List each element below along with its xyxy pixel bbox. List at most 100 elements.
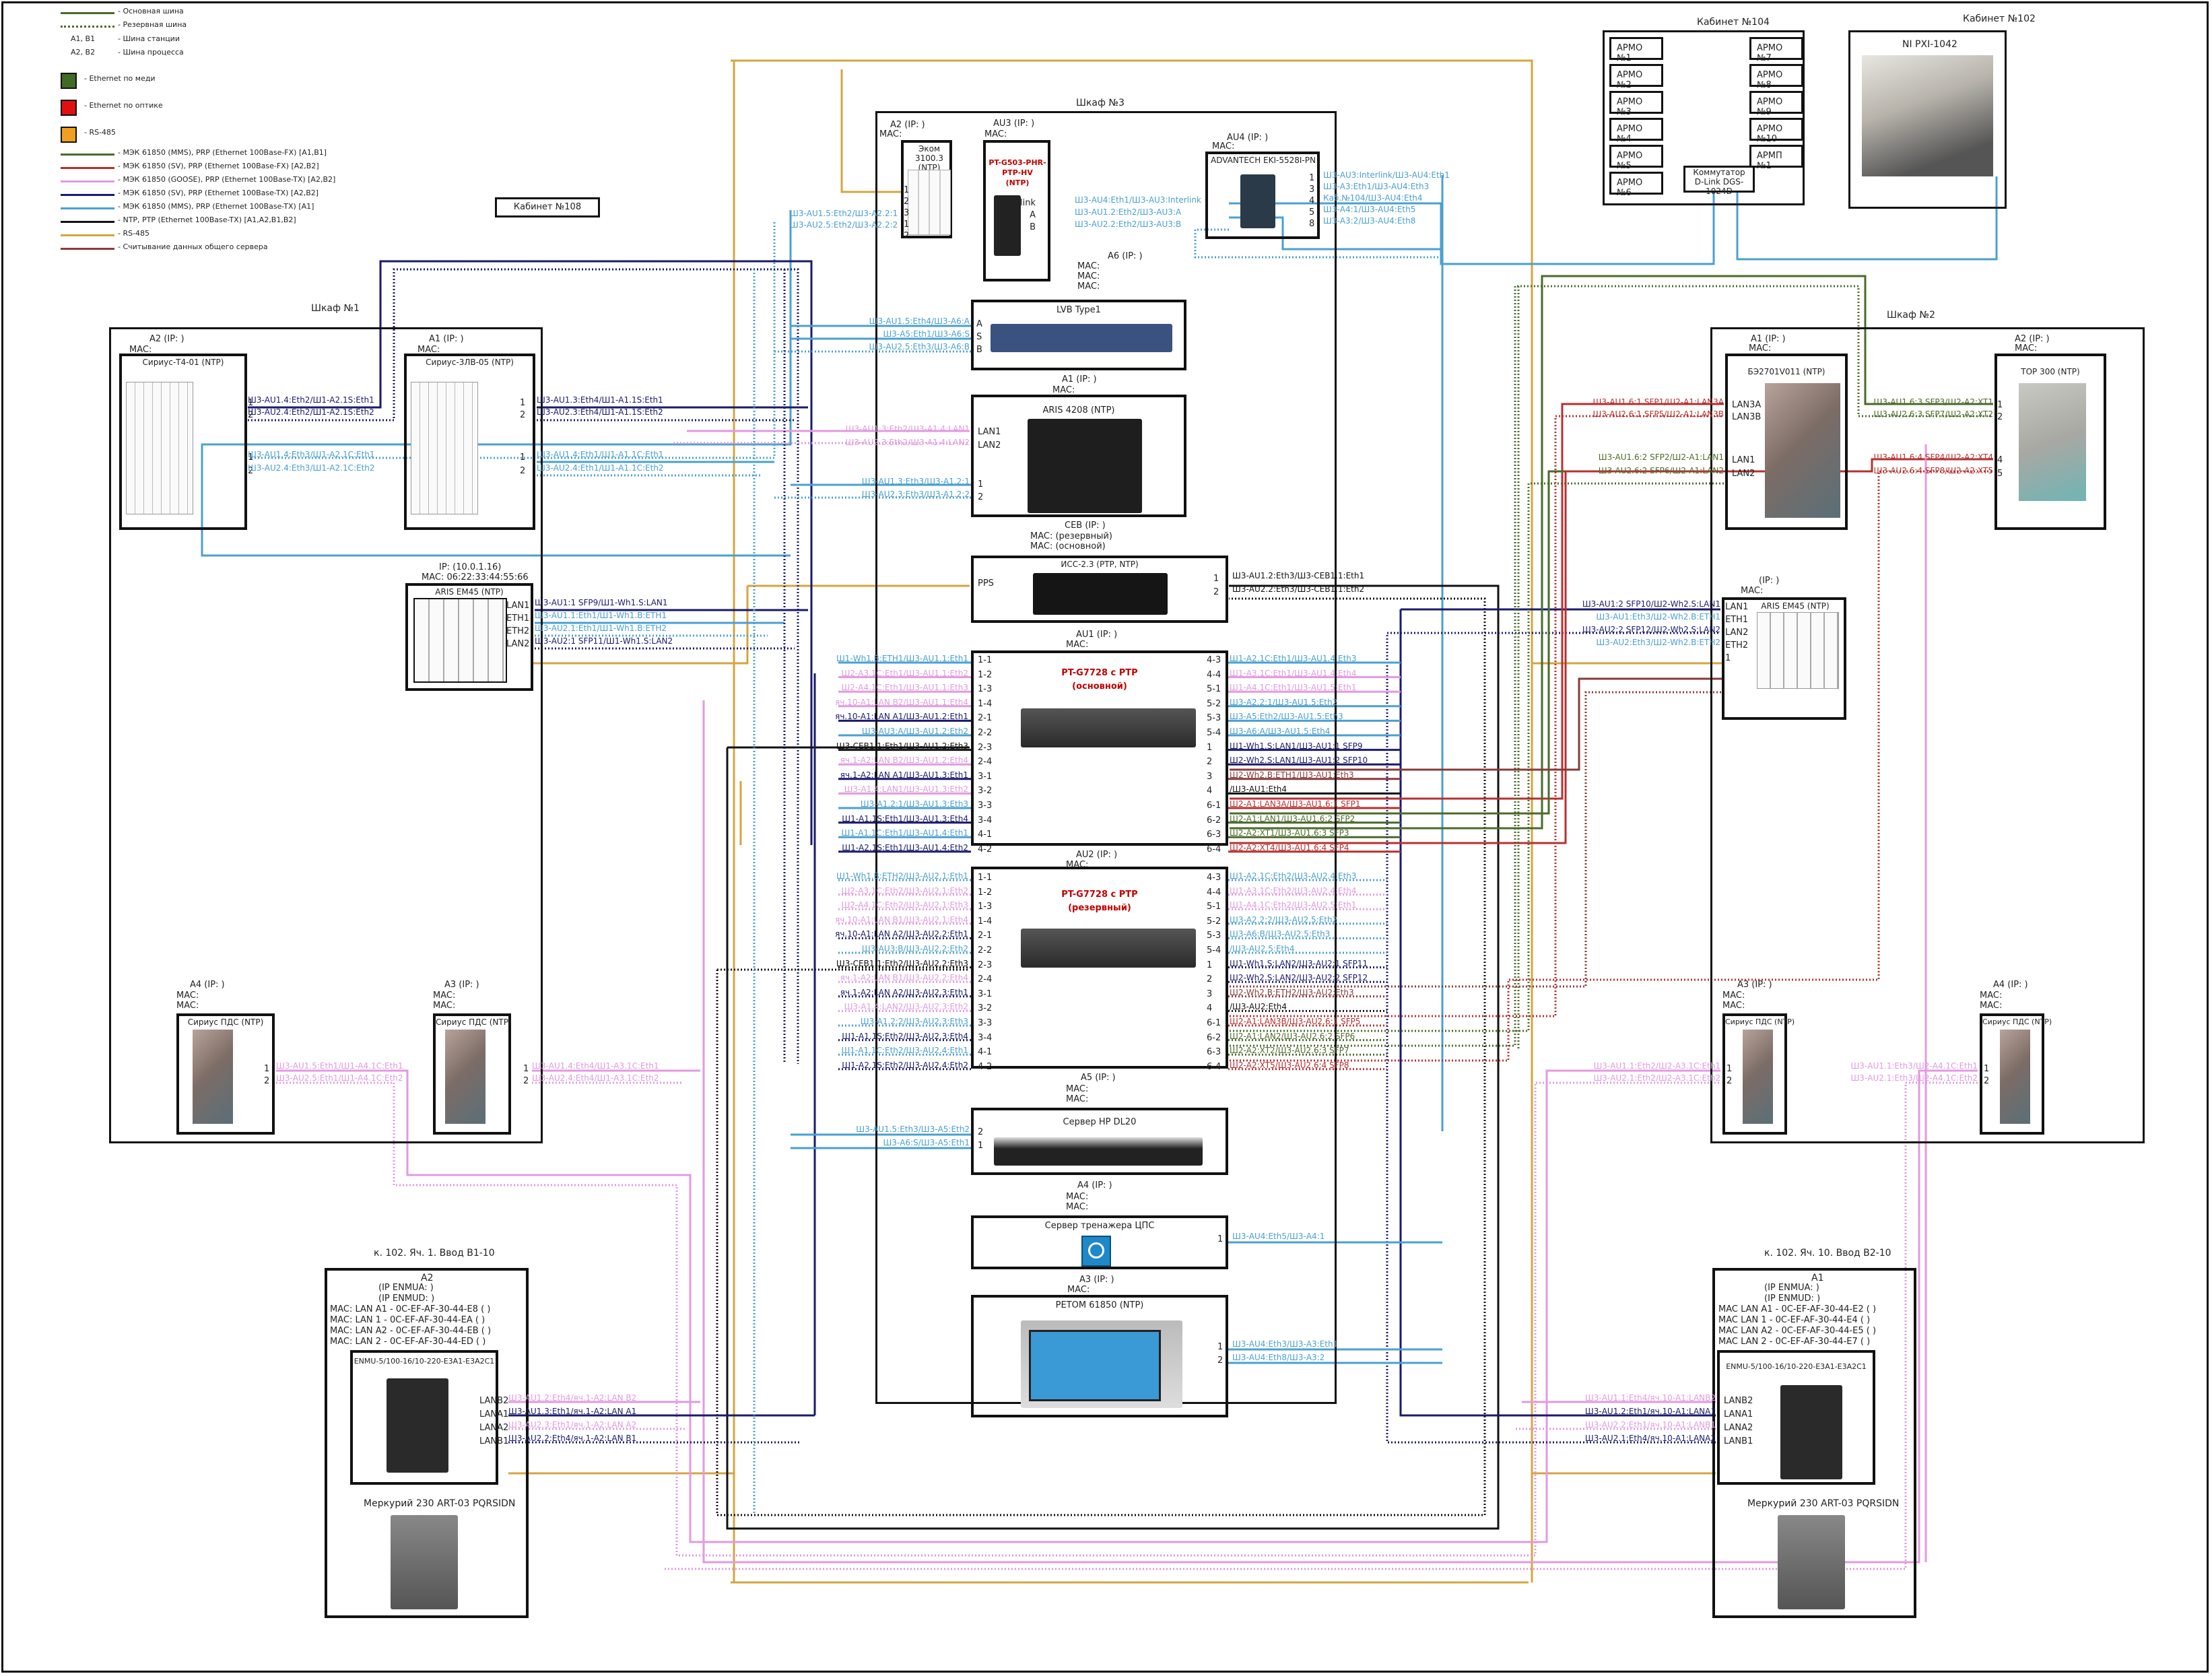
enmu-cell1-box[interactable]: ENMU-5/100-16/10-220-E3A1-E3A2C1 <box>350 1350 498 1485</box>
armo-workstation[interactable]: АРМО №7 <box>1749 37 1803 63</box>
link-label: Ш3-AU2.6:2 SFP6/Ш2-A1:LAN2 <box>1598 466 1724 475</box>
mms-fx-wire-reserve <box>1230 285 1993 1047</box>
hp-dl20-box[interactable]: Сервер HP DL20 <box>971 1108 1228 1175</box>
au1-title: PT-G7728 с PTP (основной) <box>1061 668 1138 692</box>
port-label: 2-3 <box>978 742 993 753</box>
top300-box[interactable]: TOP 300 (NTP) <box>1995 354 2106 530</box>
port-label: 1 <box>978 1141 984 1151</box>
iss-box[interactable]: ИСС-2.3 (PTP, NTP) PPS <box>971 556 1228 623</box>
link-label: Ш1-A1.1C:Eth2/Ш3-AU2.4:Eth1 <box>841 1046 968 1056</box>
aris-em45-wh2-box[interactable]: ARIS EM45 (NTP) <box>1722 597 1846 720</box>
au2-ip: AU2 (IP: ) <box>1076 850 1118 860</box>
legend-line-sample <box>61 234 114 236</box>
link-label: Ш3-A1.2:2/Ш3-AU2.3:Eth3 <box>860 1017 968 1026</box>
au2-switch-box[interactable]: PT-G7728 с PTP (резервный) <box>971 867 1228 1069</box>
link-label: Ш2-A2:XT4/Ш3-AU1.6:4 SFP4 <box>1230 842 1349 852</box>
armo-workstation[interactable]: АРМО №6 <box>1609 172 1663 198</box>
enmu-cell10-photo <box>1780 1385 1842 1479</box>
sv-fx-wire <box>1230 403 1724 800</box>
link-label: Ш3-AU2:1 SFP11/Ш1-Wh1.S:LAN2 <box>535 636 673 646</box>
link-label: Ш3-AU4:Eth1/Ш3-AU3:Interlink <box>1075 195 1201 205</box>
link-label: Ш1-Wh1.B:ETH2/Ш3-AU2.1:Eth1 <box>836 871 968 881</box>
shkaf1-a2-mac: MAC: <box>129 345 152 355</box>
sirius-pds-s2a3-box[interactable]: Сириус ПДС (NTP) <box>1722 1013 1795 1135</box>
sv-wire <box>248 260 813 845</box>
link-label: Ш3-AU2.1:Eth4/яч.10-A1:LANA2 <box>1584 1434 1716 1443</box>
mac-label: MAC: <box>1722 1001 1745 1011</box>
ntp-wire <box>726 584 1500 1530</box>
ekom-photo <box>908 170 951 235</box>
mms-wire <box>1440 190 1715 265</box>
sirius-t4-photo <box>126 382 193 514</box>
cell10-ip-a: (IP ENMUA: ) <box>1764 1283 1819 1293</box>
shkaf2-cabinet <box>1710 327 2145 1143</box>
armo-workstation[interactable]: АРМО №10 <box>1749 118 1803 144</box>
port-label: 3-2 <box>978 786 993 797</box>
armo-workstation[interactable]: АРМО №2 <box>1609 64 1663 90</box>
port-label: 6-3 <box>1207 830 1221 840</box>
sirius-pds-s2a4-title: Сириус ПДС (NTP) <box>1982 1017 2052 1026</box>
magnifier-icon <box>1081 1236 1111 1267</box>
armo-workstation[interactable]: АРМП №1 <box>1749 145 1803 171</box>
link-label: Ш3-AU4:Eth5/Ш3-A4:1 <box>1232 1232 1325 1241</box>
sirius-3lv-box[interactable]: Сириус-3ЛВ-05 (NTP) <box>404 354 535 530</box>
link-label: Ш3-AU3:A/Ш3-AU1.2:Eth2 <box>861 727 968 736</box>
shkaf2-title: Шкаф №2 <box>1887 310 1935 321</box>
port-label: LAN1 <box>1725 602 1749 612</box>
link-label: Ш3-AU1.1:Eth1/Ш1-Wh1.B:ETH1 <box>535 611 667 620</box>
port-label: 2 <box>1217 1355 1224 1366</box>
aris-em45-wh1-title: ARIS EM45 (NTP) <box>435 587 504 597</box>
link-label: Ш1-A2.1C:Eth1/Ш3-AU1.4:Eth3 <box>1230 654 1357 663</box>
port-label: 1 <box>520 398 526 408</box>
sirius-pds-s2a4-box[interactable]: Сириус ПДС (NTP) <box>1980 1013 2052 1135</box>
link-label: Ш3-AU2.3:Eth2/Ш3-A1.4:LAN2 <box>845 438 970 447</box>
port-label: 3-1 <box>978 988 993 999</box>
be2701-title: БЭ2701V011 (NTP) <box>1747 367 1825 376</box>
port-label: LANA1 <box>479 1409 509 1419</box>
port-label: 2 <box>978 1127 984 1137</box>
ekom-3100-box[interactable]: Эком 3100.3 (NTP) <box>901 140 952 238</box>
port-label: 4-4 <box>1207 669 1221 680</box>
armo-workstation[interactable]: АРМО №5 <box>1609 145 1663 171</box>
aris-em45-wh1-box[interactable]: ARIS EM45 (NTP) <box>405 583 533 691</box>
armo-workstation[interactable]: АРМО №9 <box>1749 91 1803 117</box>
au1-mac: MAC: <box>1066 640 1089 650</box>
be2701-box[interactable]: БЭ2701V011 (NTP) <box>1725 354 1848 530</box>
aris4208-box[interactable]: ARIS 4208 (NTP) <box>971 395 1186 517</box>
iss-title: ИСС-2.3 (PTP, NTP) <box>1061 560 1139 569</box>
pt-g503-box[interactable]: PT-G503-PHR-PTP-HV (NTP) <box>983 140 1050 281</box>
dlink-switch[interactable]: Коммутатор D-Link DGS-1024D <box>1683 166 1755 196</box>
shkaf1-title: Шкаф №1 <box>311 303 360 314</box>
link-label: Ш3-A1.4:LAN1/Ш3-AU1.3:Eth2 <box>844 784 968 795</box>
link-label: Ш2-Wh2.S:LAN1/Ш3-AU1:2 SFP10 <box>1230 756 1368 766</box>
retom-box[interactable]: РЕТОМ 61850 (NTP) <box>971 1295 1228 1417</box>
link-label: Ш1-A2.1C:Eth2/Ш3-AU2.4:Eth3 <box>1230 871 1357 881</box>
sv-fx-wire-reserve <box>1230 470 1993 1062</box>
mac-label: MAC: <box>176 991 199 1001</box>
port-label: 1-3 <box>978 902 993 912</box>
advantech-box[interactable]: ADVANTECH EKI-5528I-PN <box>1205 152 1320 239</box>
lvb-box[interactable]: LVB Type1 <box>971 300 1186 370</box>
au4-ip: AU4 (IP: ) <box>1227 133 1269 143</box>
armo-workstation[interactable]: АРМО №1 <box>1609 37 1663 63</box>
enmu-cell10-box[interactable]: ENMU-5/100-16/10-220-E3A1-E3A2C1 <box>1717 1350 1875 1485</box>
link-label: Ш3-CEB1.1:Eth1/Ш3-AU1.2:Eth3 <box>836 741 968 751</box>
sirius-pds-a3-box[interactable]: Сириус ПДС (NTP) <box>433 1013 512 1135</box>
au1-switch-box[interactable]: PT-G7728 с PTP (основной) <box>971 650 1228 846</box>
link-label: Ш3-AU3:Interlink/Ш3-AU4:Eth1 <box>1323 170 1450 180</box>
sirius-pds-a4-box[interactable]: Сириус ПДС (NTP) <box>176 1013 275 1135</box>
cabinet-108[interactable]: Кабинет №108 <box>495 197 600 217</box>
port-label: 1 <box>1207 960 1213 970</box>
link-label: Ш2-A4.1C:Eth2/Ш3-AU2.1:Eth3 <box>841 900 968 910</box>
armo-workstation[interactable]: АРМО №8 <box>1749 64 1803 90</box>
armo-workstation[interactable]: АРМО №4 <box>1609 118 1663 144</box>
port-label: 2 <box>978 492 984 502</box>
armo-workstation[interactable]: АРМО №3 <box>1609 91 1663 117</box>
link-label: Ш3-AU1.3:Eth2/Ш3-A1.4:LAN1 <box>845 424 970 434</box>
aris-em45-wh2-title: ARIS EM45 (NTP) <box>1761 601 1830 611</box>
link-label: Ш3-AU4:Eth8/Ш3-A3:2 <box>1232 1353 1325 1362</box>
legend-key: A2, B2 <box>71 48 96 57</box>
trainer-server-box[interactable]: Сервер тренажера ЦПС <box>971 1215 1228 1269</box>
sirius-t4-box[interactable]: Сириус-Т4-01 (NTP) <box>119 354 247 530</box>
sv-wire-reserve <box>1386 633 1716 1444</box>
